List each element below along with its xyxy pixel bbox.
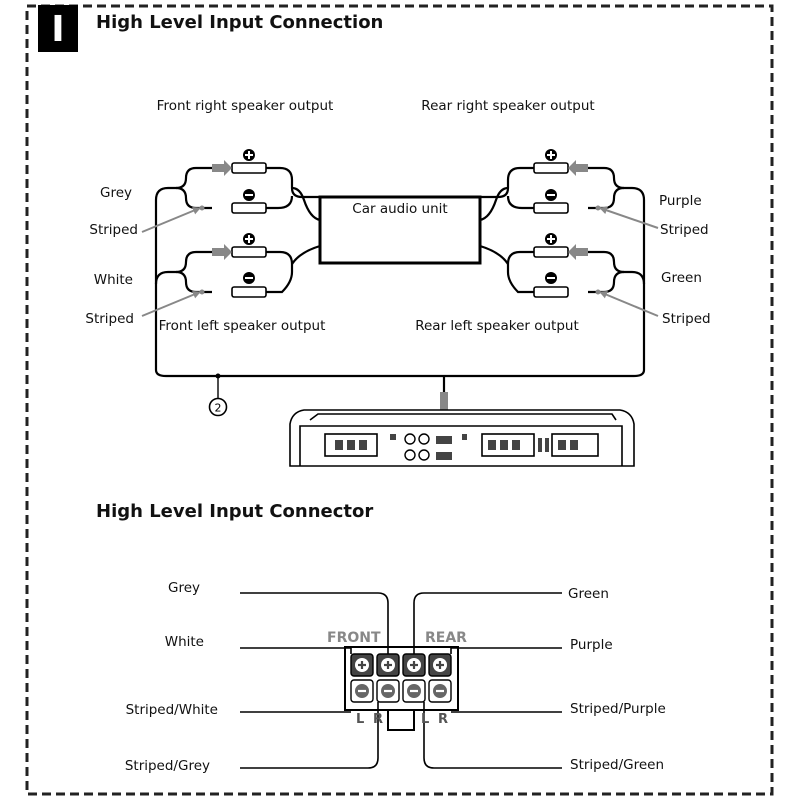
left-wire-striped-2: Striped: [85, 311, 134, 327]
rear-left-label: Rear left speaker output: [415, 318, 579, 334]
connector-right-striped-purple: Striped/Purple: [570, 701, 666, 717]
left-arrows: [212, 160, 232, 260]
callout-2-number: 2: [215, 402, 222, 415]
amp-knobs: [404, 433, 430, 461]
right-wire-purple: Purple: [659, 193, 702, 209]
right-wire-green: Green: [661, 270, 702, 286]
car-audio-unit-label: Car audio unit: [352, 201, 448, 217]
section-badge-label: I: [51, 9, 65, 50]
connector-left-grey: Grey: [167, 580, 200, 596]
right-wire-striped-2: Striped: [662, 311, 711, 327]
right-arrows: [568, 160, 588, 260]
striped-leaders: [141, 206, 659, 317]
rear-right-label: Rear right speaker output: [421, 98, 595, 114]
dashed-border: [25, 4, 774, 796]
connector-right-green: Green: [568, 586, 609, 602]
right-terminals: [533, 162, 569, 298]
left-wire-striped-1: Striped: [89, 222, 138, 238]
front-group-label: FRONT: [327, 630, 381, 646]
connector-left-striped-white: Striped/White: [125, 702, 218, 718]
left-wire-grey: Grey: [99, 185, 132, 201]
amp-details: [335, 434, 578, 460]
connector-left-striped-grey: Striped/Grey: [124, 758, 210, 774]
section-badge: I: [38, 5, 78, 52]
rear-group-label: REAR: [425, 630, 467, 646]
channel-label-front-l: L: [356, 712, 365, 727]
channel-label-front-r: R: [373, 712, 384, 727]
channel-label-rear-l: L: [421, 712, 430, 727]
channel-label-rear-r: R: [438, 712, 449, 727]
connector-leads: [240, 592, 562, 769]
connector-title: High Level Input Connector: [96, 501, 374, 522]
left-wiring: [154, 166, 444, 378]
left-terminals: [231, 162, 267, 298]
section-title: High Level Input Connection: [96, 12, 384, 33]
car-audio-unit-box: [318, 195, 482, 265]
front-right-label: Front right speaker output: [156, 98, 334, 114]
front-left-label: Front left speaker output: [158, 318, 326, 334]
connector-left-white: White: [164, 634, 204, 650]
connector-right-striped-green: Striped/Green: [570, 757, 665, 773]
connector-right-purple: Purple: [570, 637, 613, 653]
left-wire-white: White: [93, 272, 133, 288]
right-wire-striped-1: Striped: [660, 222, 709, 238]
callout-2-circle: [208, 397, 228, 417]
